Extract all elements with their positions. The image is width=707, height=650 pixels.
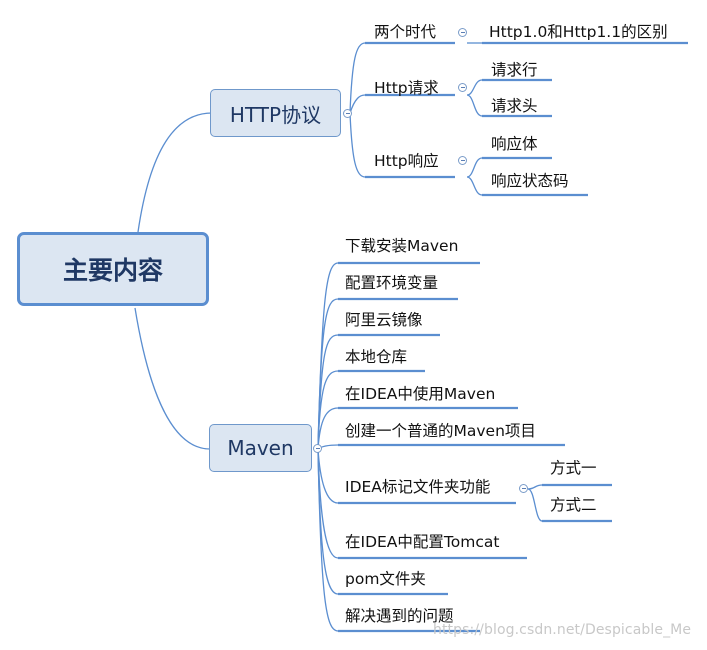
subtopic-eras[interactable]: 两个时代: [374, 23, 437, 41]
watermark: https://blog.csdn.net/Despicable_Me: [433, 622, 692, 638]
collapse-icon[interactable]: [458, 28, 467, 37]
list-item[interactable]: 在IDEA中配置Tomcat: [345, 533, 500, 551]
list-item[interactable]: IDEA标记文件夹功能: [345, 478, 491, 496]
leaf-response-body[interactable]: 响应体: [491, 135, 538, 153]
list-item[interactable]: 本地仓库: [345, 348, 408, 366]
list-item[interactable]: 解决遇到的问题: [345, 607, 454, 625]
collapse-icon[interactable]: [458, 83, 467, 92]
collapse-icon[interactable]: [313, 444, 322, 453]
topic-maven[interactable]: Maven: [209, 424, 312, 472]
subtopic-response[interactable]: Http响应: [374, 152, 439, 170]
leaf-http-diff[interactable]: Http1.0和Http1.1的区别: [489, 23, 668, 41]
leaf-method-one[interactable]: 方式一: [550, 459, 597, 477]
list-item[interactable]: 配置环境变量: [345, 274, 439, 292]
collapse-icon[interactable]: [519, 484, 528, 493]
leaf-method-two[interactable]: 方式二: [550, 496, 597, 514]
topic-http[interactable]: HTTP协议: [210, 89, 341, 137]
list-item[interactable]: 下载安装Maven: [345, 237, 459, 255]
leaf-request-header[interactable]: 请求头: [491, 97, 538, 115]
collapse-icon[interactable]: [343, 109, 352, 118]
list-item[interactable]: pom文件夹: [345, 570, 426, 588]
leaf-response-status[interactable]: 响应状态码: [491, 172, 569, 190]
root-node[interactable]: 主要内容: [17, 232, 209, 306]
subtopic-request[interactable]: Http请求: [374, 79, 439, 97]
collapse-icon[interactable]: [458, 156, 467, 165]
list-item[interactable]: 在IDEA中使用Maven: [345, 385, 496, 403]
list-item[interactable]: 创建一个普通的Maven项目: [345, 422, 536, 440]
leaf-request-line[interactable]: 请求行: [491, 61, 538, 79]
list-item[interactable]: 阿里云镜像: [345, 311, 423, 329]
